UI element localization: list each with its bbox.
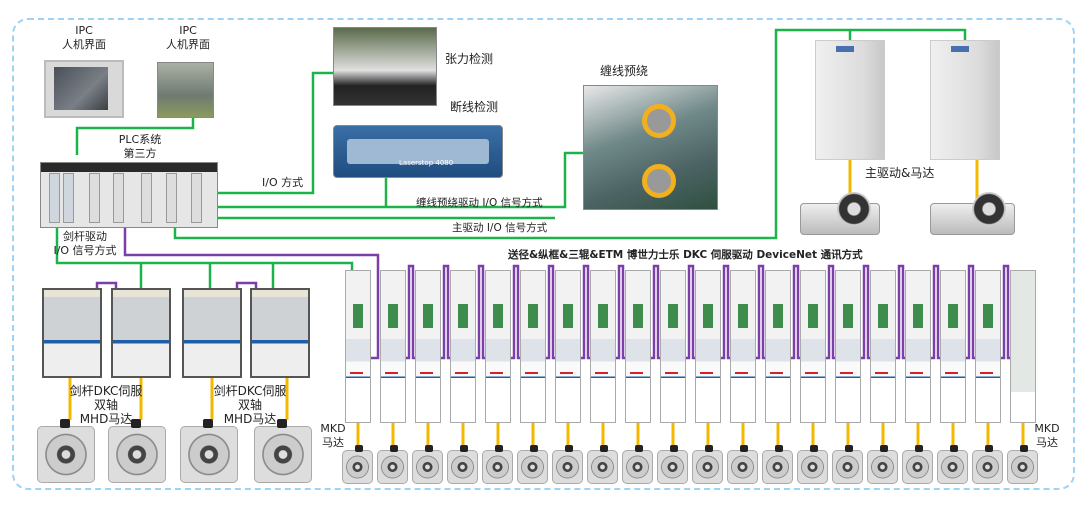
dkc-servo-drive <box>590 270 616 423</box>
dkc-servo-drive <box>730 270 756 423</box>
mkd-motor <box>1007 445 1038 484</box>
mkd-motor <box>937 445 968 484</box>
main-drive-label: 主驱动&马达 <box>865 166 935 180</box>
winder-photo <box>583 85 718 210</box>
dkc-servo-drive <box>660 270 686 423</box>
mkd-motor <box>657 445 688 484</box>
mhd-motor <box>37 419 95 483</box>
mkd-motor <box>377 445 408 484</box>
ipc-hmi-1 <box>44 60 124 118</box>
rapier-link-2 <box>235 281 258 290</box>
system-boundary <box>12 18 1075 490</box>
mkd-left-text: MKD 马达 <box>320 422 346 449</box>
winder-label: 缠线预绕 <box>600 64 649 78</box>
main-motor-1 <box>800 192 880 235</box>
mhd-motor <box>180 419 238 483</box>
main-motor-2 <box>930 192 1015 235</box>
ipc1-label-text: IPC 人机界面 <box>62 24 106 51</box>
rapier-group1-text: 剑杆DKC伺服 双轴 MHD马达 <box>69 384 143 426</box>
ipc1-label: IPC 人机界面 <box>54 24 114 52</box>
dkc-servo-drive <box>485 270 511 423</box>
rapier-drive <box>182 288 242 378</box>
dkc-servo-drive <box>520 270 546 423</box>
dkc-servo-drive <box>450 270 476 423</box>
dkc-servo-drive <box>415 270 441 423</box>
winder-io-wire <box>218 151 583 209</box>
dkc-servo-drive <box>625 270 651 423</box>
ipc2-label-text: IPC 人机界面 <box>166 24 210 51</box>
tension-sensor-photo <box>333 27 437 106</box>
dkc-servo-drive <box>800 270 826 423</box>
rapier-group2-label: 剑杆DKC伺服 双轴 MHD马达 <box>210 384 290 426</box>
main-drive-2 <box>930 40 1000 160</box>
winder-io-label: 缠线预绕驱动 I/O 信号方式 <box>416 197 543 209</box>
dkc-supply-module <box>1010 270 1036 423</box>
laserstop-photo: Laserstop 4080 <box>333 125 503 178</box>
rapier-io-label: 剑杆驱动 I/O 信号方式 <box>40 230 130 258</box>
dkc-servo-drive <box>870 270 896 423</box>
plc-devicenet-wire <box>123 228 380 360</box>
io-mode-label: I/O 方式 <box>262 176 304 189</box>
rapier-group2-text: 剑杆DKC伺服 双轴 MHD马达 <box>213 384 287 426</box>
dkc-servo-drive <box>765 270 791 423</box>
mkd-motor <box>517 445 548 484</box>
rapier-link-1 <box>95 281 118 290</box>
mkd-right-label: MKD 马达 <box>1032 422 1062 450</box>
hmi-screen <box>53 67 109 110</box>
mkd-motor <box>762 445 793 484</box>
plc-rack <box>40 162 218 228</box>
dkc-servo-drive <box>835 270 861 423</box>
mkd-motor <box>692 445 723 484</box>
dkc-servo-drive <box>905 270 931 423</box>
dkc-servo-drive <box>555 270 581 423</box>
dkc-servo-drive <box>380 270 406 423</box>
main-drive-io-wire <box>173 28 967 240</box>
mkd-motor <box>552 445 583 484</box>
mkd-motor <box>972 445 1003 484</box>
rapier-group1-label: 剑杆DKC伺服 双轴 MHD马达 <box>66 384 146 426</box>
mkd-left-label: MKD 马达 <box>318 422 348 450</box>
mkd-right-text: MKD 马达 <box>1034 422 1060 449</box>
mkd-motor <box>727 445 758 484</box>
break-detect-label: 断线检测 <box>450 100 499 114</box>
laserstop-brand: Laserstop 4080 <box>399 159 454 167</box>
tension-io-wire <box>218 71 333 195</box>
dkc-servo-drive <box>940 270 966 423</box>
ipc2-label: IPC 人机界面 <box>158 24 218 52</box>
dkc-servo-drive <box>345 270 371 423</box>
mkd-motor <box>587 445 618 484</box>
mkd-motor <box>342 445 373 484</box>
plc-label-text: PLC系统 第三方 <box>118 133 162 160</box>
tension-label: 张力检测 <box>445 52 494 66</box>
mkd-motor <box>797 445 828 484</box>
rapier-io-label-text: 剑杆驱动 I/O 信号方式 <box>53 230 117 257</box>
rapier-io-wire <box>55 228 354 272</box>
mkd-motor <box>832 445 863 484</box>
mhd-motor <box>254 419 312 483</box>
mkd-motor <box>622 445 653 484</box>
mkd-motor <box>412 445 443 484</box>
main-drive-1 <box>815 40 885 160</box>
devicenet-label: 送径&纵框&三辊&ETM 博世力士乐 DKC 伺服驱动 DeviceNet 通讯… <box>508 249 863 261</box>
mkd-motor <box>447 445 478 484</box>
plc-label: PLC系统 第三方 <box>110 133 170 161</box>
rapier-drive <box>111 288 171 378</box>
mkd-motor <box>482 445 513 484</box>
mkd-motor <box>902 445 933 484</box>
rapier-drive <box>250 288 310 378</box>
dkc-servo-drive <box>695 270 721 423</box>
main-io-label: 主驱动 I/O 信号方式 <box>452 222 548 234</box>
ipc-hmi-2 <box>157 62 214 118</box>
io-wires <box>55 28 967 288</box>
rapier-drive <box>42 288 102 378</box>
mhd-motor <box>108 419 166 483</box>
hmi-bus <box>75 118 195 155</box>
dkc-servo-drive <box>975 270 1001 423</box>
mkd-motor <box>867 445 898 484</box>
motor-cables <box>68 160 1025 446</box>
